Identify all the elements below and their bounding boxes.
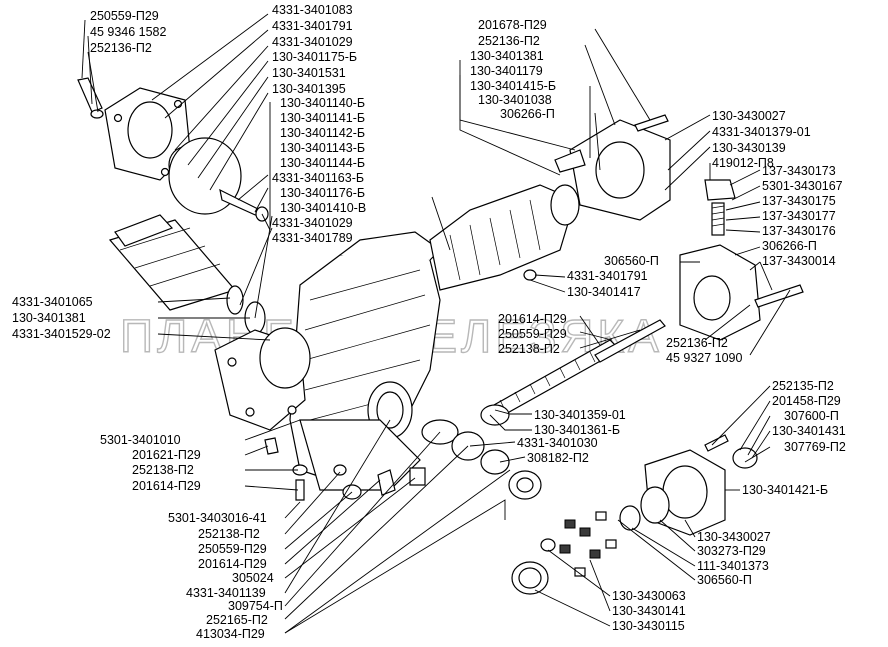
part-label: 130-3401175-Б (272, 50, 357, 64)
part-label: 252138-П2 (132, 463, 194, 477)
part-label: 130-3430139 (712, 141, 786, 155)
input-shaft (108, 214, 266, 335)
part-label: 419012-П8 (712, 156, 774, 170)
part-label: 130-3401410-В (280, 201, 366, 215)
part-label: 111-3401373 (697, 559, 769, 573)
part-label: 130-3401431 (772, 424, 846, 438)
part-label: 130-3401176-Б (280, 186, 365, 200)
valve-body-upper (554, 114, 671, 221)
part-label: 4331-3401529-02 (12, 327, 111, 341)
part-label: 130-3430141 (612, 604, 686, 618)
part-label: 5301-3430167 (762, 179, 843, 193)
part-label: 130-3401381 (12, 311, 86, 325)
part-label: 252136-П2 (478, 34, 540, 48)
part-label: 130-3401381 (470, 49, 544, 63)
top-cover (77, 77, 269, 222)
seal-rings-lower (421, 419, 542, 500)
part-label: 130-3401144-Б (280, 156, 365, 170)
part-label: 305024 (232, 571, 274, 585)
part-label: 252138-П2 (198, 527, 260, 541)
part-label: 130-3430115 (612, 619, 685, 633)
part-label: 252136-П2 (666, 336, 728, 350)
part-label: 309754-П (228, 599, 283, 613)
part-label: 137-3430173 (762, 164, 836, 178)
piston-rack (480, 319, 666, 426)
part-label: 413034-П29 (196, 627, 265, 641)
part-label: 137-3430176 (762, 224, 836, 238)
part-label: 4331-3401789 (272, 231, 353, 245)
part-label: 252165-П2 (206, 613, 268, 627)
valve-body-right (679, 179, 804, 341)
leader-lines (81, 13, 791, 634)
part-label: 201614-П29 (132, 479, 201, 493)
part-label: 306560-П (604, 254, 659, 268)
part-label: 250559-П29 (90, 9, 159, 23)
main-housing (289, 231, 441, 491)
part-label: 4331-3401029 (272, 35, 353, 49)
pump-cover-lower-right (619, 434, 758, 536)
part-label: 130-3401531 (272, 66, 346, 80)
part-label: 130-3430027 (712, 109, 786, 123)
part-label: 130-3401421-Б (742, 483, 828, 497)
part-label: 130-3430063 (612, 589, 686, 603)
part-label: 4331-3401791 (567, 269, 648, 283)
part-label: 45 9346 1582 (90, 25, 167, 39)
part-label: 130-3401359-01 (534, 408, 626, 422)
part-label: 130-3401143-Б (280, 141, 365, 155)
part-label: 4331-3401065 (12, 295, 93, 309)
part-label: 252136-П2 (90, 41, 152, 55)
part-label: 130-3430027 (697, 530, 771, 544)
part-label: 130-3401141-Б (280, 111, 365, 125)
part-label: 201614-П29 (498, 312, 567, 326)
part-label: 306266-П (500, 107, 555, 121)
part-label: 201621-П29 (132, 448, 201, 462)
part-label: 252138-П2 (498, 342, 560, 356)
part-label: 306560-П (697, 573, 752, 587)
part-label: 307769-П2 (784, 440, 846, 454)
part-label: 250559-П29 (198, 542, 267, 556)
part-label: 130-3401142-Б (280, 126, 365, 140)
part-label: 252135-П2 (772, 379, 834, 393)
part-label: 303273-П29 (697, 544, 766, 558)
part-label: 308182-П2 (527, 451, 589, 465)
part-label: 130-3401415-Б (470, 79, 556, 93)
part-label: 130-3401361-Б (534, 423, 620, 437)
part-label: 307600-П (784, 409, 839, 423)
part-label: 130-3401038 (478, 93, 552, 107)
part-label: 4331-3401791 (272, 19, 353, 33)
part-label: 201614-П29 (198, 557, 267, 571)
center-valve-assembly (429, 184, 580, 291)
part-label: 4331-3401379-01 (712, 125, 811, 139)
part-label: 250559-П29 (498, 327, 567, 341)
part-label: 130-3401417 (567, 285, 641, 299)
part-label: 130-3401179 (470, 64, 543, 78)
part-label: 137-3430014 (762, 254, 836, 268)
part-label: 5301-3403016-41 (168, 511, 267, 525)
part-label: 4331-3401029 (272, 216, 353, 230)
part-labels: 250559-П29 45 9346 1582 252136-П2 4331-3… (12, 3, 846, 641)
pump-rotor-set (511, 511, 617, 595)
part-label: 4331-3401139 (186, 586, 266, 600)
part-label: 4331-3401163-Б (272, 171, 364, 185)
part-label: 4331-3401030 (517, 436, 598, 450)
part-label: 4331-3401083 (272, 3, 353, 17)
part-label: 201678-П29 (478, 18, 547, 32)
part-label: 306266-П (762, 239, 817, 253)
part-label: 137-3430175 (762, 194, 836, 208)
side-cover-left (214, 327, 311, 431)
part-label: 130-3401140-Б (280, 96, 365, 110)
part-label: 5301-3401010 (100, 433, 181, 447)
part-label: 137-3430177 (762, 209, 836, 223)
part-label: 130-3401395 (272, 82, 346, 96)
part-label: 201458-П29 (772, 394, 841, 408)
part-label: 45 9327 1090 (666, 351, 743, 365)
